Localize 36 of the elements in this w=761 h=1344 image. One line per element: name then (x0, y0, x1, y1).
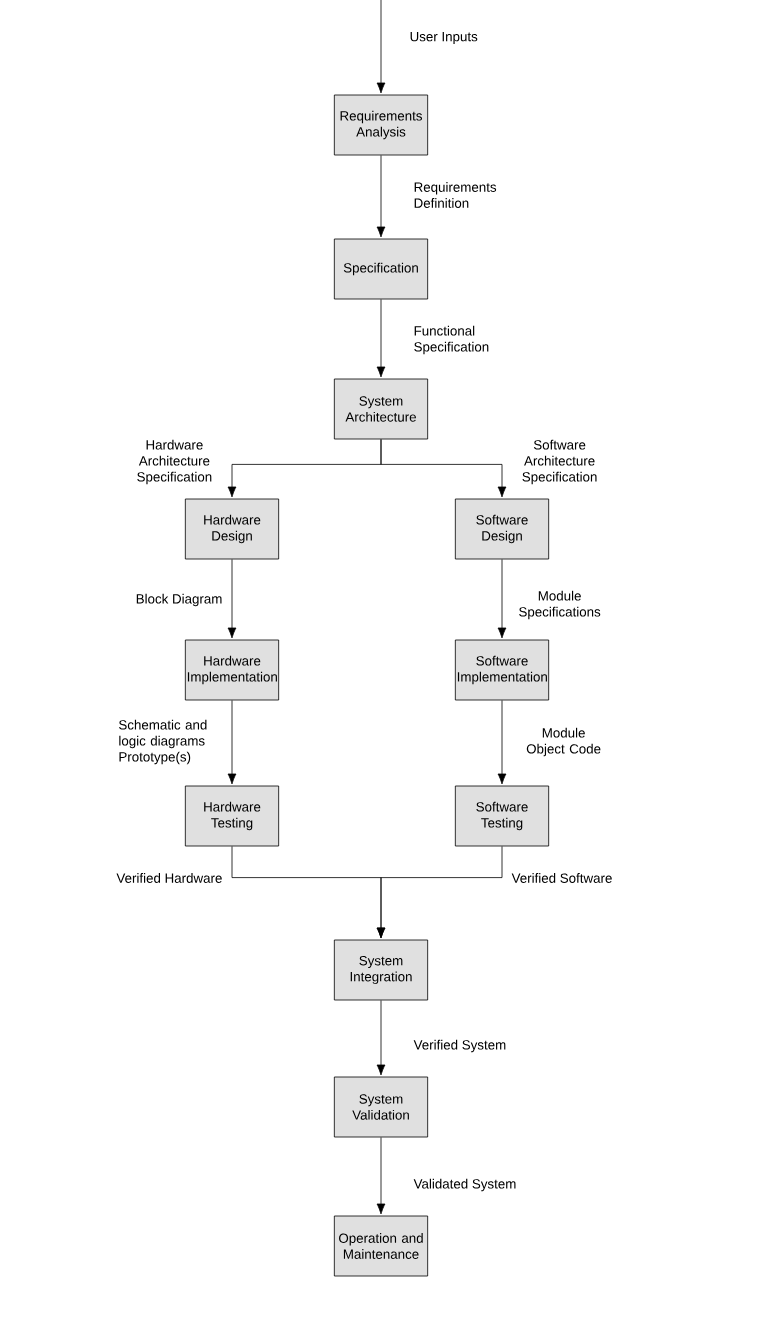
process-box: Software Testing (454, 785, 550, 847)
process-box: Hardware Implementation (184, 639, 280, 701)
edge-label: User Inputs (410, 32, 478, 44)
edge-label: Module Specifications (519, 590, 601, 620)
edge-label: Block Diagram (136, 593, 222, 607)
edge-label: Hardware Architecture Specification (137, 439, 212, 485)
arrow (227, 700, 237, 785)
edge-label: Functional Specification (414, 325, 489, 355)
edge-label: Module Object Code (526, 727, 601, 757)
arrow (227, 559, 237, 639)
arrow (376, 1137, 386, 1215)
arrow (376, 299, 386, 378)
process-box: System Architecture (333, 378, 429, 440)
arrow (497, 700, 507, 785)
process-box: Software Implementation (454, 639, 550, 701)
arrow (376, 155, 386, 238)
edge-label: Schematic and logic diagrams Prototype(s) (119, 719, 207, 765)
process-box: Specification (333, 238, 429, 300)
edge-label: Verified System (413, 1039, 506, 1053)
arrow (497, 559, 507, 639)
edge-label: Verified Hardware (116, 873, 222, 883)
edge-label: Requirements Definition (414, 182, 497, 208)
process-box: Hardware Testing (184, 785, 280, 847)
process-box: Software Design (454, 498, 550, 560)
process-box: Hardware Design (184, 498, 280, 560)
process-box: System Validation (333, 1076, 429, 1138)
process-box: Requirements Analysis (333, 94, 429, 156)
arrow (376, 1000, 386, 1076)
arrow (380, 439, 507, 498)
process-box: Operation and Maintenance (333, 1215, 429, 1277)
arrow (376, 846, 503, 939)
arrow (376, 0, 386, 94)
edge-label: Validated System (413, 1178, 516, 1192)
process-box: System Integration (333, 939, 429, 1001)
edge-label: Software Architecture Specification (522, 439, 597, 485)
edge-label: Verified Software (511, 873, 612, 883)
